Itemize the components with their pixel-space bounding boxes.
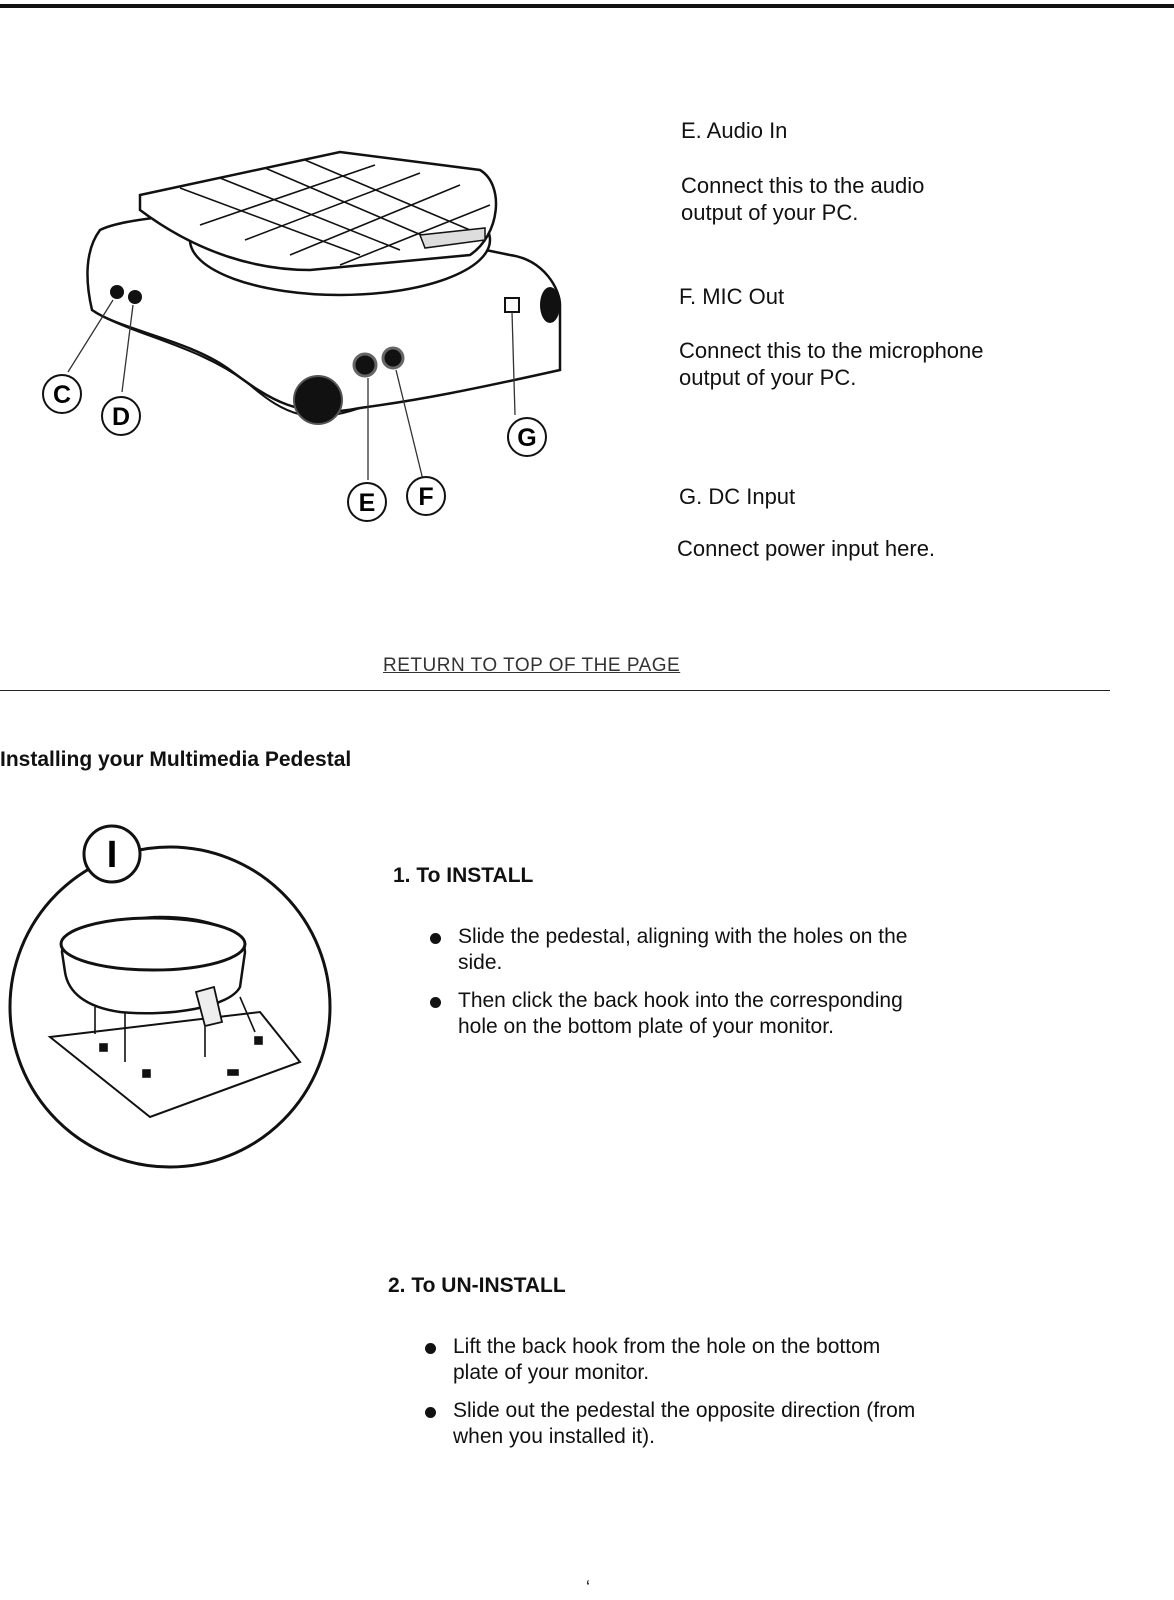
svg-text:G: G [517, 424, 536, 452]
pedestal-ports-diagram: C D G E F [42, 150, 562, 522]
list-item: Slide out the pedestal the opposite dire… [423, 1398, 1063, 1450]
port-e-title: E. Audio In [681, 118, 788, 143]
port-e-description: Connect this to the audio output of your… [681, 173, 925, 225]
port-f-title: F. MIC Out [679, 284, 785, 309]
jack-d [128, 290, 142, 304]
install-heading: 1. To INSTALL [393, 864, 534, 887]
callout-f: F [406, 476, 446, 516]
callout-g: G [507, 417, 547, 457]
svg-text:C: C [53, 381, 71, 409]
callout-c: C [42, 374, 82, 414]
uninstall-steps: Lift the back hook from the hole on the … [423, 1334, 1063, 1462]
monitor-plate [47, 1010, 302, 1119]
uninstall-heading: 2. To UN-INSTALL [388, 1274, 566, 1297]
port-f-description: Connect this to the microphone output of… [679, 338, 984, 390]
pedestal-install-diagram: I [8, 824, 332, 1169]
svg-text:E: E [359, 489, 376, 517]
jack-c [110, 285, 124, 299]
return-to-top-link[interactable]: RETURN TO TOP OF THE PAGE [383, 655, 681, 676]
svg-text:I: I [107, 834, 118, 876]
section-divider [0, 690, 1110, 691]
jack-f [381, 346, 405, 370]
section-heading: Installing your Multimedia Pedestal [0, 748, 352, 771]
port-g-description: Connect power input here. [677, 536, 936, 561]
svg-text:F: F [418, 483, 433, 511]
page-mark: ʻ [586, 1578, 590, 1598]
svg-text:D: D [112, 403, 130, 431]
list-item: Slide the pedestal, aligning with the ho… [428, 924, 1068, 976]
top-divider [0, 4, 1174, 8]
list-item: Then click the back hook into the corres… [428, 988, 1068, 1040]
speaker-right [540, 287, 560, 323]
back-hook [194, 985, 224, 1028]
jack-g [504, 297, 520, 313]
jack-e [352, 352, 378, 378]
callout-e: E [347, 482, 387, 522]
speaker-left [293, 375, 343, 425]
port-g-title: G. DC Input [679, 484, 796, 509]
install-steps: Slide the pedestal, aligning with the ho… [428, 924, 1068, 1052]
list-item: Lift the back hook from the hole on the … [423, 1334, 1063, 1386]
callout-d: D [101, 396, 141, 436]
callout-i: I [82, 824, 142, 884]
